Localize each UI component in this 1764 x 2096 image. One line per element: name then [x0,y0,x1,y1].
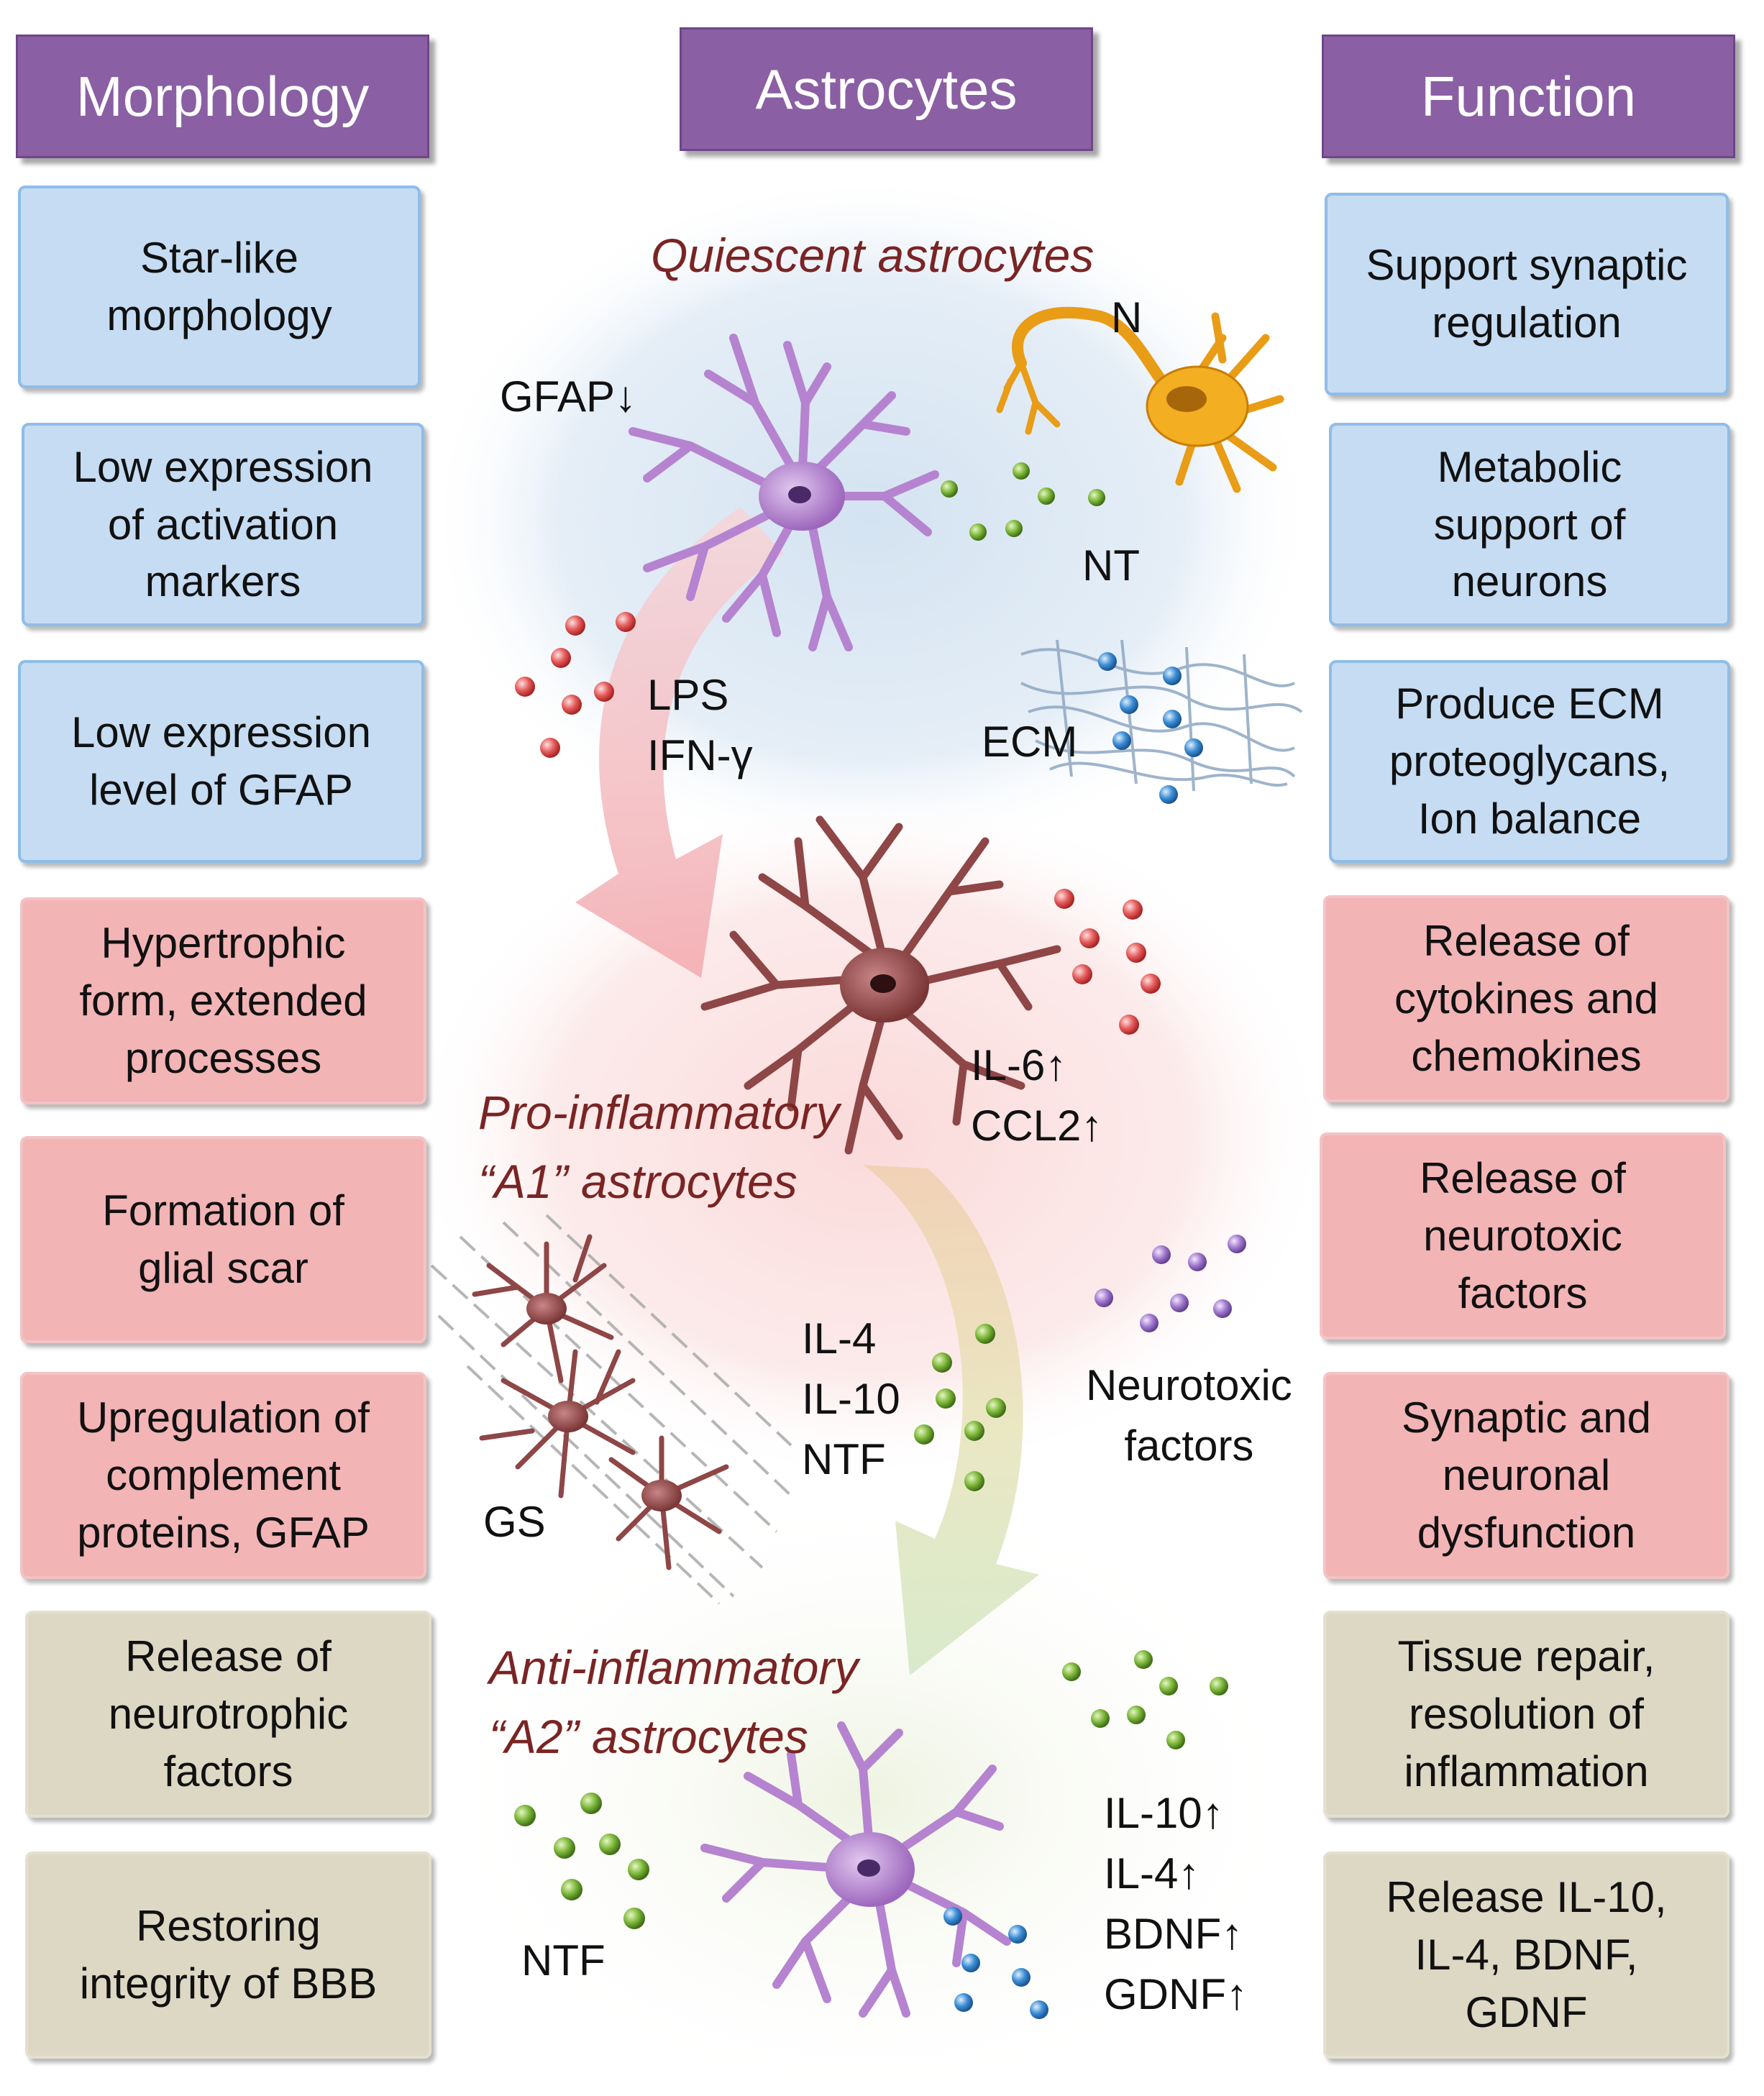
il4-dots [914,1324,1006,1491]
stage-a2: Anti-inflammatory “A2” astrocytes [489,1641,859,1763]
glial-scar-icon [430,1214,792,1605]
morphology-neurotrophic-release: Release of neurotrophic factors [25,1611,431,1818]
ecm-mesh-icon [1020,639,1303,792]
label-a2-markers: IL-10↑ IL-4↑ BDNF↑ GDNF↑ [1104,1789,1248,2018]
a2-blue-dots [943,1907,1048,2019]
header-function: Function [1322,35,1735,158]
label-il6-ccl2: IL-6↑ CCL2↑ [971,1041,1103,1150]
label-neurotoxic-factors: Neurotoxic factors [1086,1361,1292,1470]
a2-green-dots [1062,1650,1228,1749]
label-neuron: N [1111,293,1143,342]
morphology-low-activation-markers: Low expression of activation markers [22,423,424,626]
function-tissue-repair: Tissue repair, resolution of inflammatio… [1323,1611,1729,1818]
a1-zone [410,791,1330,1481]
label-gfap: GFAP↓ [500,372,637,421]
morphology-complement-upregulation: Upregulation of complement proteins, GFA… [20,1372,426,1579]
label-il4-il10-ntf: IL-4 IL-10 NTF [802,1314,900,1483]
a2-astrocyte-icon [700,1721,1011,2018]
stage-quiescent: Quiescent astrocytes [651,229,1094,282]
neurotoxic-dots [1094,1235,1246,1332]
ntf-dots [514,1793,649,1929]
a1-astrocyte-icon [700,815,1061,1155]
quiescent-astrocyte-icon [629,334,939,651]
morphology-glial-scar: Formation of glial scar [20,1136,426,1343]
morphology-hypertrophic: Hypertrophic form, extended processes [20,897,426,1104]
ecm-dots [1098,652,1203,804]
function-release-il10-il4: Release IL-10, IL-4, BDNF, GDNF [1323,1852,1729,2059]
function-synaptic-regulation: Support synaptic regulation [1325,193,1729,395]
a2-zone [424,1481,1316,2096]
nt-dots [941,462,1105,541]
morphology-star-like: Star-like morphology [18,186,421,388]
morphology-low-gfap: Low expression level of GFAP [18,660,424,863]
label-nt: NT [1082,541,1140,590]
label-ecm: ECM [982,718,1078,766]
neuron-icon [996,306,1284,493]
label-lps-ifn: LPS IFN-γ [647,671,753,779]
function-neurotoxic-release: Release of neurotoxic factors [1320,1132,1726,1340]
lps-dots [515,612,636,758]
transition-arrow-to-a1 [575,507,784,978]
header-morphology: Morphology [16,35,429,158]
il6-dots [1054,889,1161,1035]
morphology-restoring-bbb: Restoring integrity of BBB [25,1852,431,2059]
function-cytokine-release: Release of cytokines and chemokines [1323,895,1729,1102]
function-ecm-ion-balance: Produce ECM proteoglycans, Ion balance [1329,660,1730,863]
stage-a1: Pro-inflammatory “A1” astrocytes [478,1086,840,1208]
label-gs: GS [483,1498,546,1546]
header-astrocytes: Astrocytes [680,27,1093,151]
transition-arrow-to-a2 [863,1165,1039,1675]
label-ntf: NTF [521,1936,605,1985]
function-metabolic-support: Metabolic support of neurons [1329,423,1730,626]
function-neuronal-dysfunction: Synaptic and neuronal dysfunction [1323,1372,1729,1579]
